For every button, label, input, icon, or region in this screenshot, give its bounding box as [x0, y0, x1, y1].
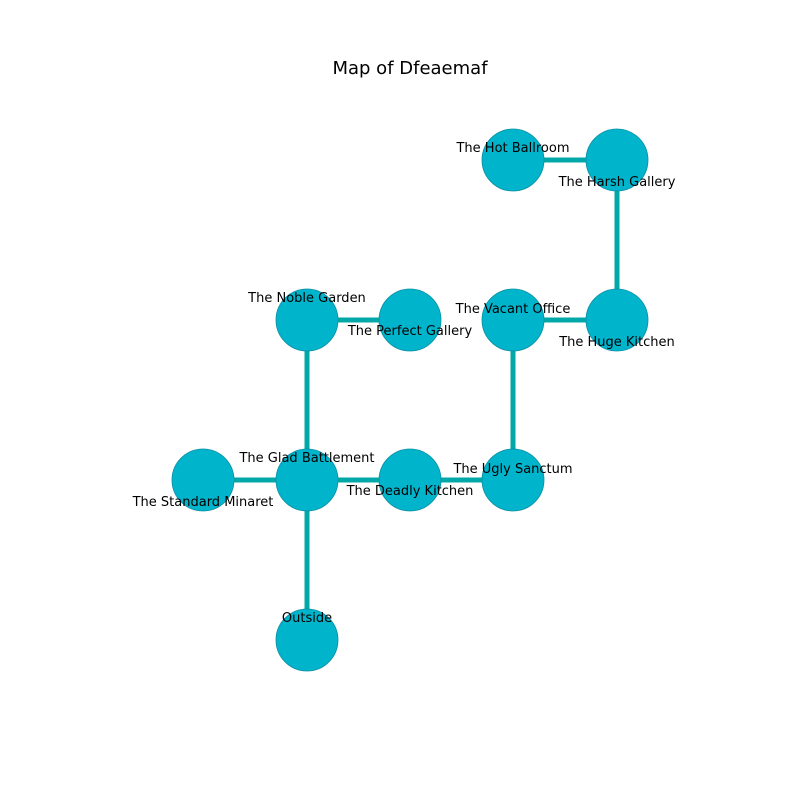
room-node-huge-kitchen	[585, 288, 649, 352]
room-node-glad-battlement	[275, 448, 339, 512]
room-node-harsh-gallery	[585, 128, 649, 192]
room-node-standard-minaret	[171, 448, 235, 512]
room-label-standard-minaret: The Standard Minaret	[132, 495, 274, 510]
room-label-deadly-kitchen: The Deadly Kitchen	[346, 484, 474, 499]
room-node-deadly-kitchen	[378, 448, 442, 512]
room-label-noble-garden: The Noble Garden	[247, 291, 366, 306]
room-label-harsh-gallery: The Harsh Gallery	[558, 175, 676, 190]
connections-layer	[203, 157, 620, 640]
room-node-vacant-office	[481, 288, 545, 352]
room-node-ugly-sanctum	[481, 448, 545, 512]
room-label-outside: Outside	[282, 611, 332, 626]
rooms-layer	[171, 128, 649, 672]
room-label-perfect-gallery: The Perfect Gallery	[347, 324, 473, 339]
room-label-huge-kitchen: The Huge Kitchen	[558, 335, 675, 350]
room-node-perfect-gallery	[378, 288, 442, 352]
room-label-vacant-office: The Vacant Office	[455, 302, 571, 317]
room-node-hot-ballroom	[481, 128, 545, 192]
room-label-ugly-sanctum: The Ugly Sanctum	[452, 462, 572, 477]
room-label-glad-battlement: The Glad Battlement	[238, 451, 374, 466]
room-node-outside	[275, 608, 339, 672]
room-node-noble-garden	[275, 288, 339, 352]
map-title: Map of Dfeaemaf	[332, 58, 488, 79]
room-label-hot-ballroom: The Hot Ballroom	[455, 141, 569, 156]
